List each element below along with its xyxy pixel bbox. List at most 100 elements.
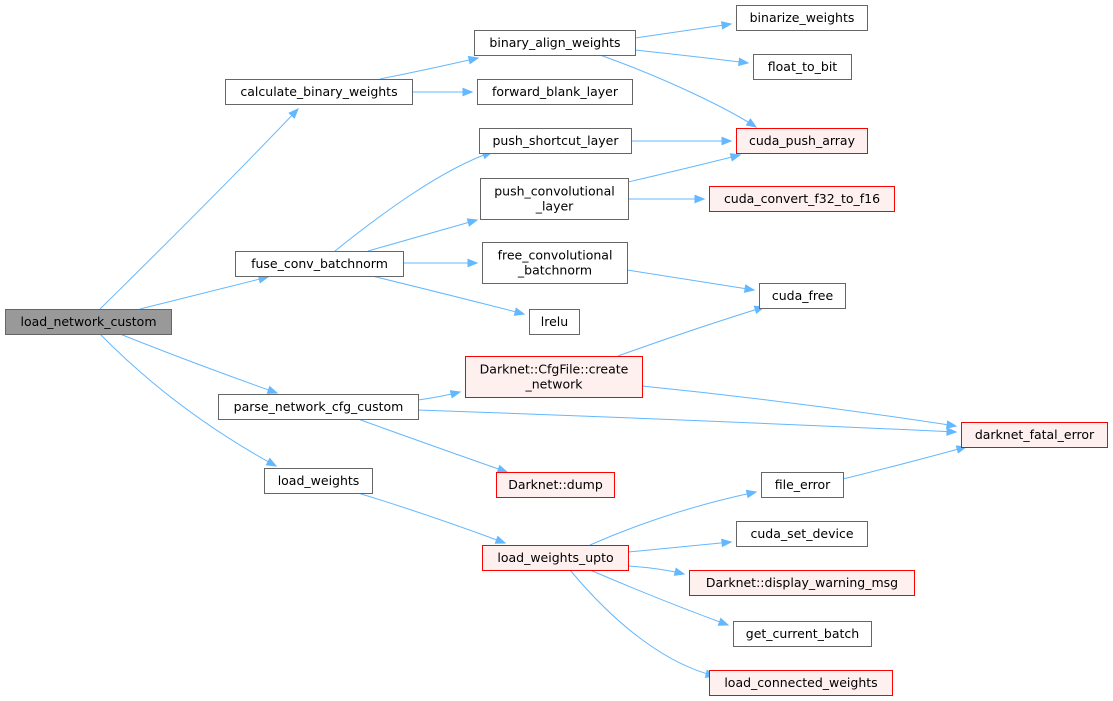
node-cuda-push-array[interactable]: cuda_push_array: [736, 128, 868, 154]
node-box[interactable]: [709, 186, 895, 212]
node-label: _batchnorm: [517, 263, 592, 278]
edge-arrowhead: [462, 87, 474, 97]
node-parse-network-cfg-custom[interactable]: parse_network_cfg_custom: [218, 394, 419, 420]
node-load-weights[interactable]: load_weights: [264, 468, 373, 494]
node-free-convolutional-batchnorm[interactable]: free_convolutional_batchnorm: [482, 242, 628, 284]
node-box[interactable]: [235, 251, 404, 277]
node-box[interactable]: [961, 422, 1108, 448]
edge-binary_align_weights-to-float_to_bit: [634, 49, 750, 67]
node-box[interactable]: [733, 621, 872, 647]
edge-arrowhead: [717, 617, 730, 626]
node-box[interactable]: [529, 309, 580, 335]
edge-load_weights-to-load_weights_upto: [357, 492, 507, 544]
edge-line: [634, 49, 749, 64]
node-box[interactable]: [225, 79, 413, 105]
edge-arrowhead: [945, 420, 958, 429]
node-box[interactable]: [264, 468, 373, 494]
edge-arrowhead: [745, 489, 758, 499]
node-box[interactable]: [736, 128, 868, 154]
edge-parse_network_cfg_custom-to-create_network: [417, 390, 462, 401]
node-label: Darknet::dump: [508, 477, 603, 492]
node-load-network-custom[interactable]: load_network_custom: [5, 309, 172, 335]
node-box[interactable]: [480, 178, 629, 220]
edge-fuse_conv_batchnorm-to-push_shortcut_layer: [334, 151, 494, 252]
node-file-error[interactable]: file_error: [761, 472, 844, 498]
edge-create_network-to-cuda_free: [617, 305, 766, 357]
edge-calculate_binary_weights-to-binary_align_weights: [379, 55, 480, 80]
node-box[interactable]: [759, 283, 846, 309]
node-cuda-convert-f32-to-f16[interactable]: cuda_convert_f32_to_f16: [709, 186, 895, 212]
node-box[interactable]: [477, 79, 633, 105]
node-cuda-set-device[interactable]: cuda_set_device: [736, 521, 868, 547]
edge-arrowhead: [729, 153, 742, 162]
edge-arrowhead: [449, 390, 462, 399]
edge-arrowhead: [494, 535, 507, 544]
edge-arrowhead: [265, 457, 278, 467]
node-create-network[interactable]: Darknet::CfgFile::create_network: [465, 356, 643, 398]
edge-arrowhead: [496, 464, 509, 473]
node-box[interactable]: [482, 545, 629, 571]
node-box[interactable]: [218, 394, 419, 420]
node-box[interactable]: [736, 5, 868, 31]
node-box[interactable]: [465, 356, 643, 398]
node-lrelu[interactable]: lrelu: [529, 309, 580, 335]
edge-arrowhead: [266, 385, 279, 394]
node-box[interactable]: [709, 670, 893, 696]
edge-arrowhead: [288, 108, 299, 119]
node-label: cuda_free: [772, 288, 834, 303]
node-get-current-batch[interactable]: get_current_batch: [733, 621, 872, 647]
edge-load_network_custom-to-parse_network_cfg_custom: [119, 333, 279, 394]
node-box[interactable]: [474, 30, 636, 56]
edge-load_weights_upto-to-file_error: [589, 489, 758, 546]
edge-binary_align_weights-to-binarize_weights: [634, 21, 733, 39]
node-forward-blank-layer[interactable]: forward_blank_layer: [477, 79, 633, 105]
edge-arrowhead: [467, 55, 480, 65]
node-float-to-bit[interactable]: float_to_bit: [753, 54, 852, 80]
node-cuda-free[interactable]: cuda_free: [759, 283, 846, 309]
edge-arrowhead: [467, 258, 479, 268]
edge-arrowhead: [721, 538, 733, 548]
node-box[interactable]: [496, 472, 615, 498]
edge-load_weights_upto-to-cuda_set_device: [627, 538, 733, 553]
edge-calculate_binary_weights-to-forward_blank_layer: [412, 87, 474, 97]
node-label: binarize_weights: [750, 10, 855, 25]
edge-line: [842, 446, 967, 480]
edge-line: [119, 333, 278, 394]
node-box[interactable]: [753, 54, 852, 80]
node-binarize-weights[interactable]: binarize_weights: [736, 5, 868, 31]
edges-layer: [99, 21, 968, 678]
node-label: load_connected_weights: [724, 675, 877, 690]
edge-arrowhead: [466, 218, 479, 227]
edge-create_network-to-darknet_fatal_error: [641, 385, 958, 429]
node-label: cuda_convert_f32_to_f16: [724, 191, 880, 206]
edge-line: [99, 333, 277, 467]
node-label: file_error: [775, 477, 831, 492]
edge-fuse_conv_batchnorm-to-lrelu: [371, 275, 526, 316]
node-box[interactable]: [479, 128, 632, 154]
node-box[interactable]: [5, 309, 172, 335]
node-darknet-fatal-error[interactable]: darknet_fatal_error: [961, 422, 1108, 448]
edge-load_network_custom-to-calculate_binary_weights: [99, 108, 299, 310]
node-box[interactable]: [689, 570, 915, 596]
edge-line: [634, 23, 732, 39]
node-calculate-binary-weights[interactable]: calculate_binary_weights: [225, 79, 413, 105]
edge-binary_align_weights-to-cuda_push_array: [599, 54, 758, 128]
node-box[interactable]: [761, 472, 844, 498]
node-load-connected-weights[interactable]: load_connected_weights: [709, 670, 893, 696]
node-display-warning-msg[interactable]: Darknet::display_warning_msg: [689, 570, 915, 596]
node-box[interactable]: [482, 242, 628, 284]
node-push-convolutional-layer[interactable]: push_convolutional_layer: [480, 178, 629, 220]
node-push-shortcut-layer[interactable]: push_shortcut_layer: [479, 128, 632, 154]
edge-parse_network_cfg_custom-to-darknet_fatal_error: [417, 409, 958, 436]
node-dump[interactable]: Darknet::dump: [496, 472, 615, 498]
edge-line: [626, 269, 755, 291]
node-binary-align-weights[interactable]: binary_align_weights: [474, 30, 636, 56]
node-fuse-conv-batchnorm[interactable]: fuse_conv_batchnorm: [235, 251, 404, 277]
edge-line: [569, 569, 716, 677]
node-label: cuda_set_device: [750, 526, 853, 541]
node-load-weights-upto[interactable]: load_weights_upto: [482, 545, 629, 571]
node-box[interactable]: [736, 521, 868, 547]
node-label: float_to_bit: [768, 59, 838, 74]
edge-line: [617, 306, 765, 357]
